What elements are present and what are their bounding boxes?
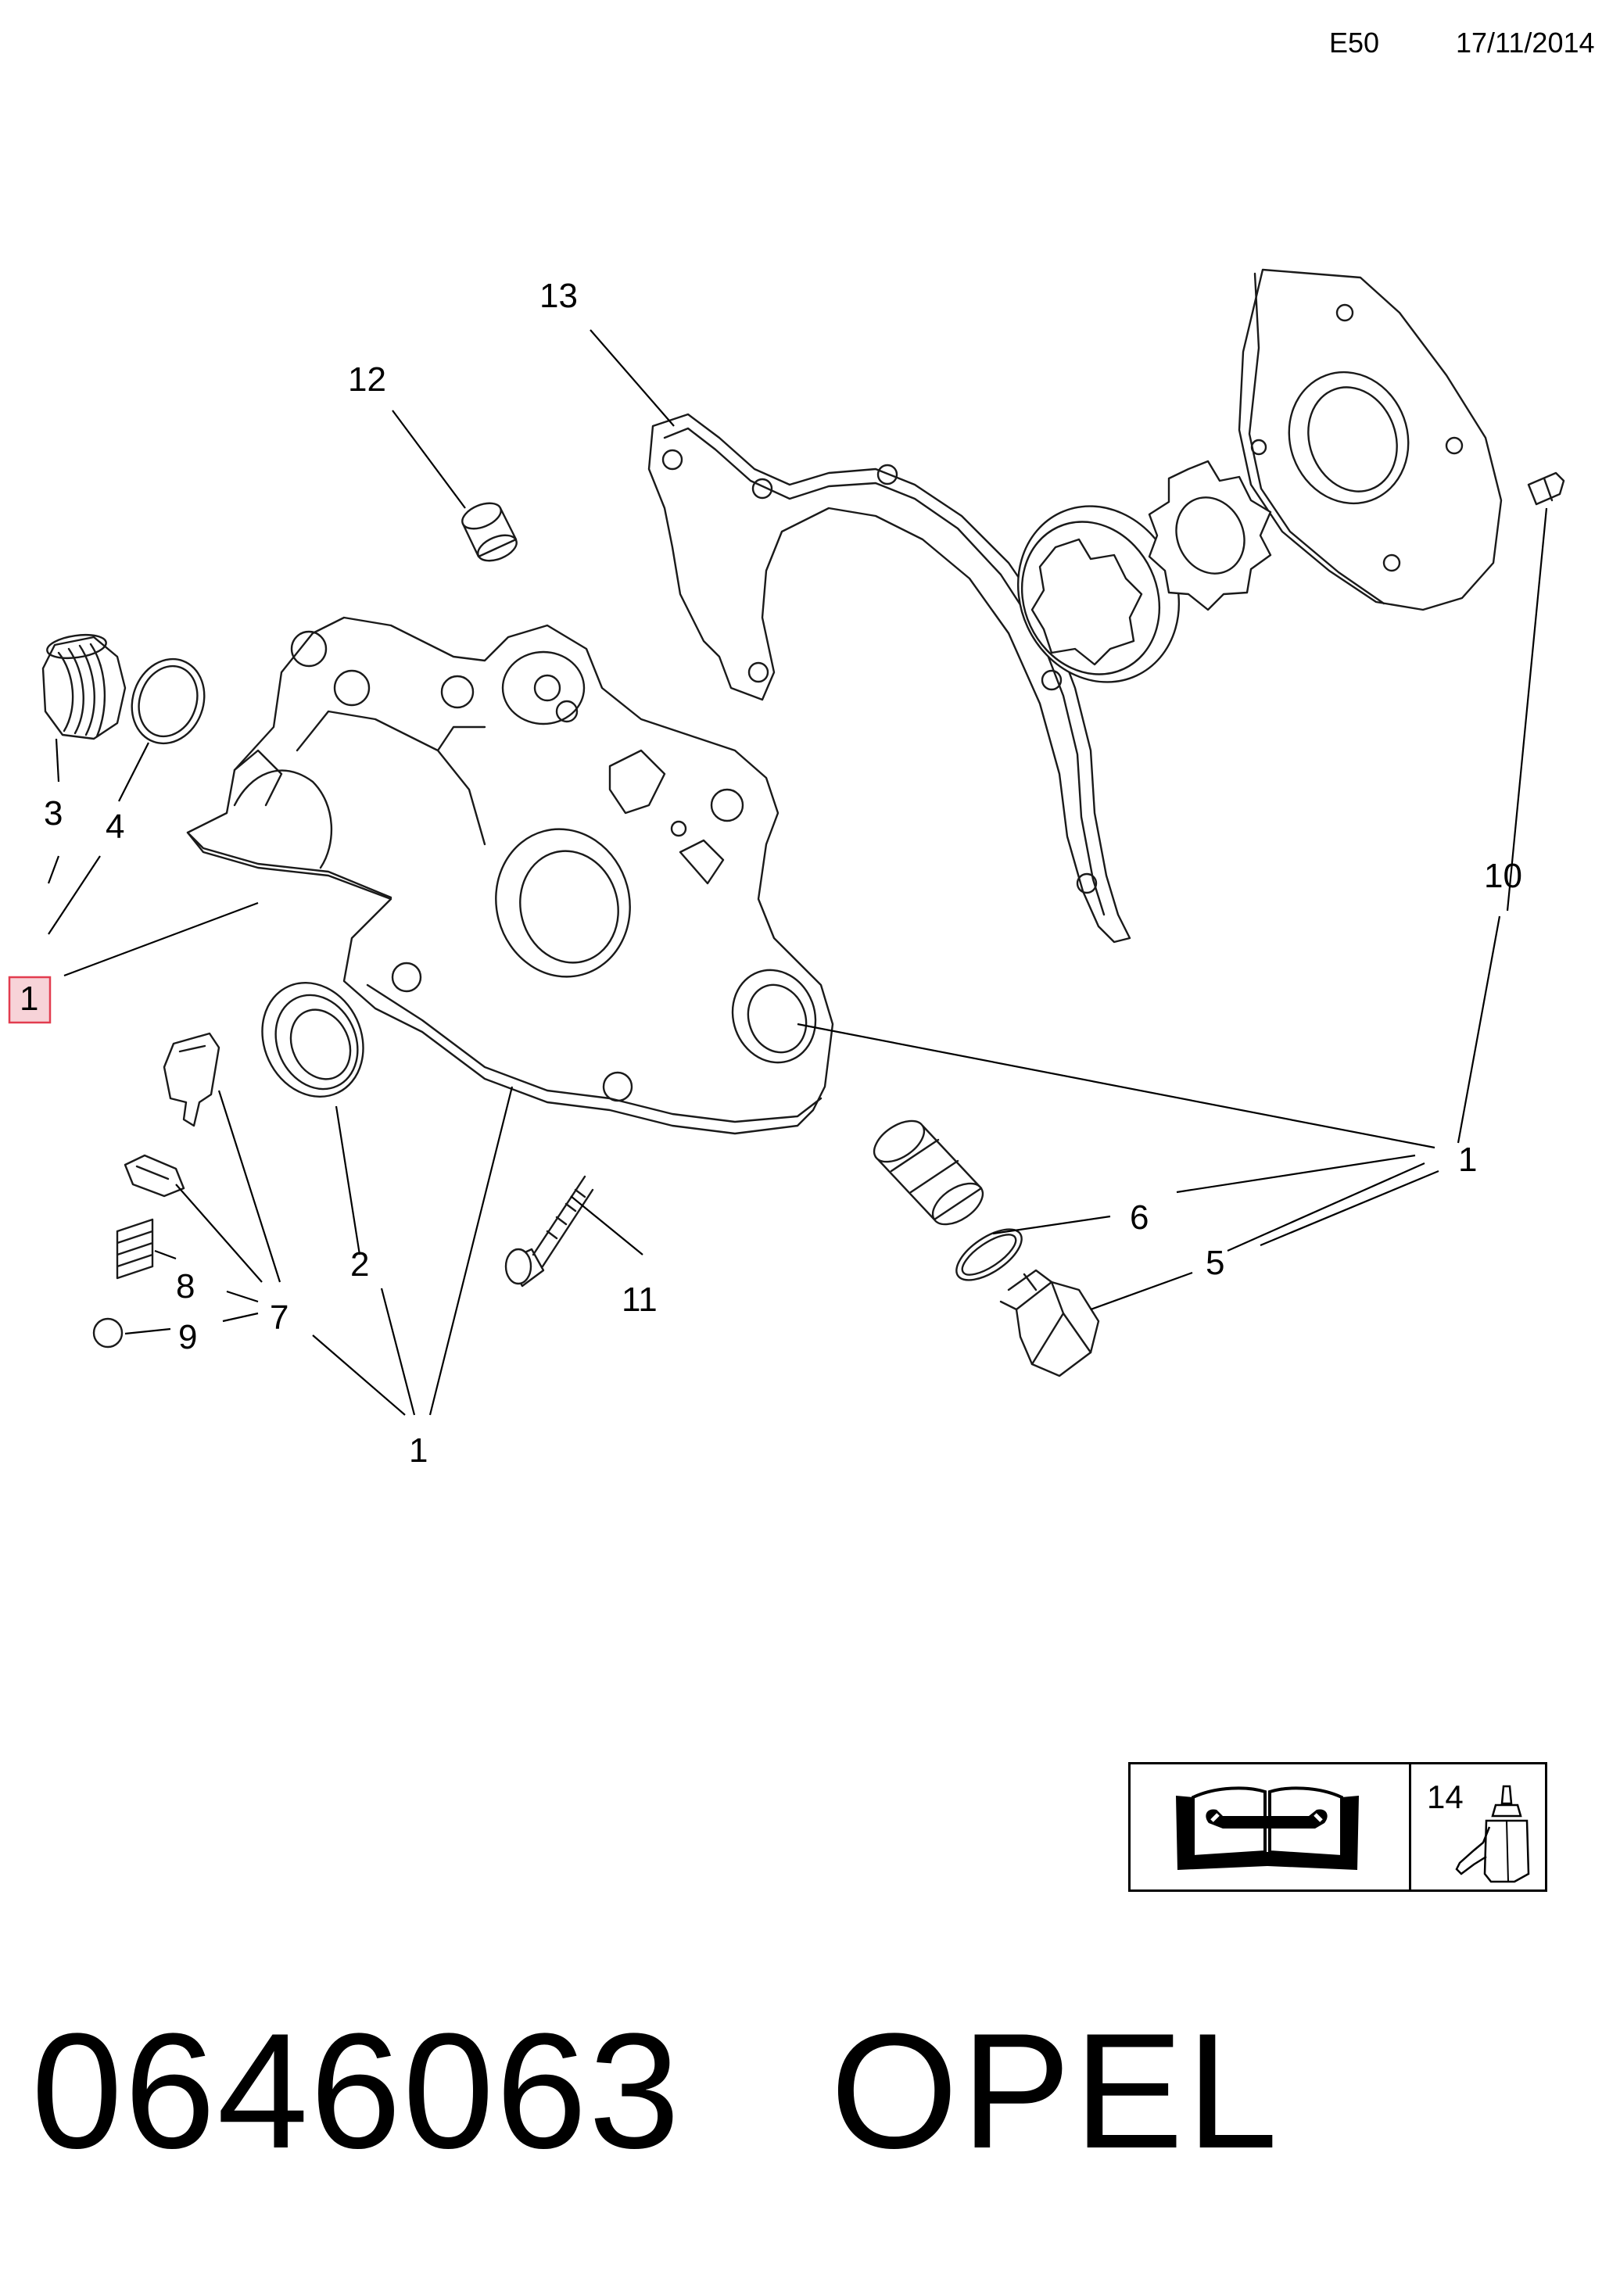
shaft-seal-part-2[interactable] bbox=[244, 966, 382, 1113]
callout-5[interactable]: 5 bbox=[1206, 1244, 1224, 1282]
hex-plug-part-5[interactable] bbox=[999, 1269, 1100, 1377]
repair-manual-icon bbox=[1176, 1786, 1359, 1870]
callout-13[interactable]: 13 bbox=[539, 277, 578, 315]
repair-manual-cell[interactable] bbox=[1131, 1764, 1411, 1889]
threaded-plug-part-3[interactable] bbox=[41, 632, 127, 740]
section-code: E50 bbox=[1329, 27, 1380, 59]
callout-9[interactable]: 9 bbox=[178, 1318, 197, 1356]
relief-piston[interactable] bbox=[867, 1112, 990, 1232]
callout-4[interactable]: 4 bbox=[106, 808, 124, 846]
inner-rotor[interactable] bbox=[1148, 460, 1272, 611]
dowel-part-12[interactable] bbox=[459, 498, 521, 565]
adhesive-cell[interactable]: 14 bbox=[1411, 1764, 1545, 1889]
bolt-part-11[interactable] bbox=[504, 1175, 594, 1288]
callout-6[interactable]: 6 bbox=[1130, 1198, 1149, 1237]
legend-box: 14 bbox=[1128, 1762, 1547, 1892]
diagram-part-number: 0646063 bbox=[31, 1999, 682, 2183]
callout-11[interactable]: 11 bbox=[622, 1281, 658, 1319]
callout-8[interactable]: 8 bbox=[176, 1267, 195, 1306]
callout-10[interactable]: 10 bbox=[1484, 857, 1522, 895]
adhesive-item-number: 14 bbox=[1427, 1778, 1464, 1815]
o-ring-part-6[interactable] bbox=[948, 1220, 1030, 1290]
leader-lines bbox=[47, 329, 1548, 1416]
pump-cover-plate[interactable] bbox=[1238, 268, 1503, 611]
valve-sleeve-part-7[interactable] bbox=[163, 1032, 220, 1127]
callout-1-right[interactable]: 1 bbox=[1458, 1141, 1477, 1179]
callout-12[interactable]: 12 bbox=[348, 360, 386, 399]
o-ring-part-4[interactable] bbox=[120, 649, 216, 754]
callout-1-highlight-box bbox=[8, 976, 52, 1024]
spring-part-8[interactable] bbox=[116, 1218, 154, 1280]
diagram-date: 17/11/2014 bbox=[1456, 27, 1595, 59]
gasket-part-13[interactable] bbox=[647, 413, 1131, 944]
callout-7[interactable]: 7 bbox=[270, 1298, 289, 1337]
adhesive-bottle-icon bbox=[1455, 1785, 1530, 1883]
callout-1-bottom[interactable]: 1 bbox=[409, 1431, 428, 1470]
brand-name: OPEL bbox=[830, 1999, 1281, 2183]
oil-pump-housing-part-1[interactable] bbox=[186, 616, 834, 1135]
screw-part-10[interactable] bbox=[1527, 471, 1565, 506]
callout-3[interactable]: 3 bbox=[44, 794, 63, 833]
valve-clip-part-7[interactable] bbox=[124, 1154, 185, 1198]
ball-part-9[interactable] bbox=[92, 1317, 124, 1349]
callout-2[interactable]: 2 bbox=[350, 1245, 369, 1284]
callout-1-highlighted[interactable]: 1 bbox=[20, 980, 38, 1018]
outer-rotor[interactable] bbox=[990, 480, 1207, 709]
